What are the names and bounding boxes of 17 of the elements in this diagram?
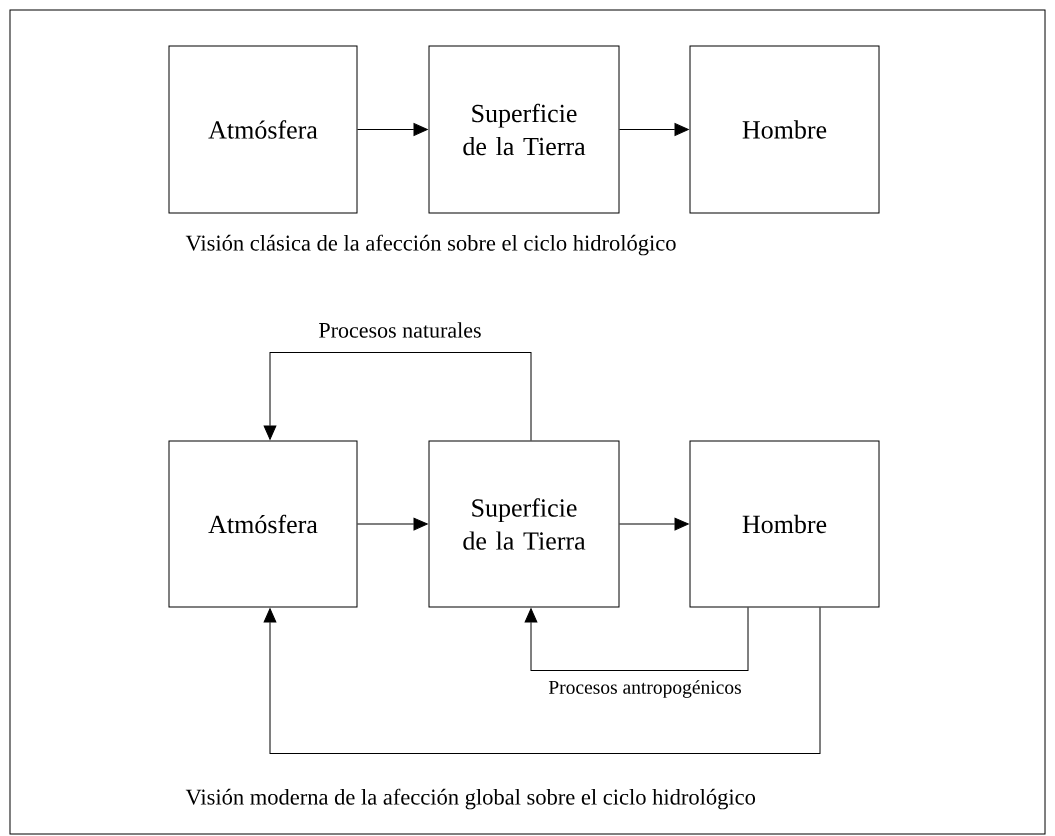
arrow [619,123,689,136]
caption: Visión moderna de la afección global sobre el ciclo hidrológico [185,788,756,810]
process-box: Hombre [689,440,880,608]
edge-label: Procesos antropogénicos [548,680,741,698]
arrow [524,607,749,671]
process-box: Superficie de la Tierra [428,440,620,608]
arrow [263,607,821,754]
process-box: Atmósfera [168,440,358,608]
process-box: Atmósfera [168,45,358,214]
arrow [357,517,428,531]
arrow [357,123,428,136]
arrow [263,352,532,441]
process-box: Hombre [689,45,880,214]
process-box: Superficie de la Tierra [428,45,620,214]
edge-label: Procesos naturales [319,322,481,338]
caption: Visión clásica de la afección sobre el ciclo hidrológico [185,234,676,256]
arrow [619,517,689,531]
